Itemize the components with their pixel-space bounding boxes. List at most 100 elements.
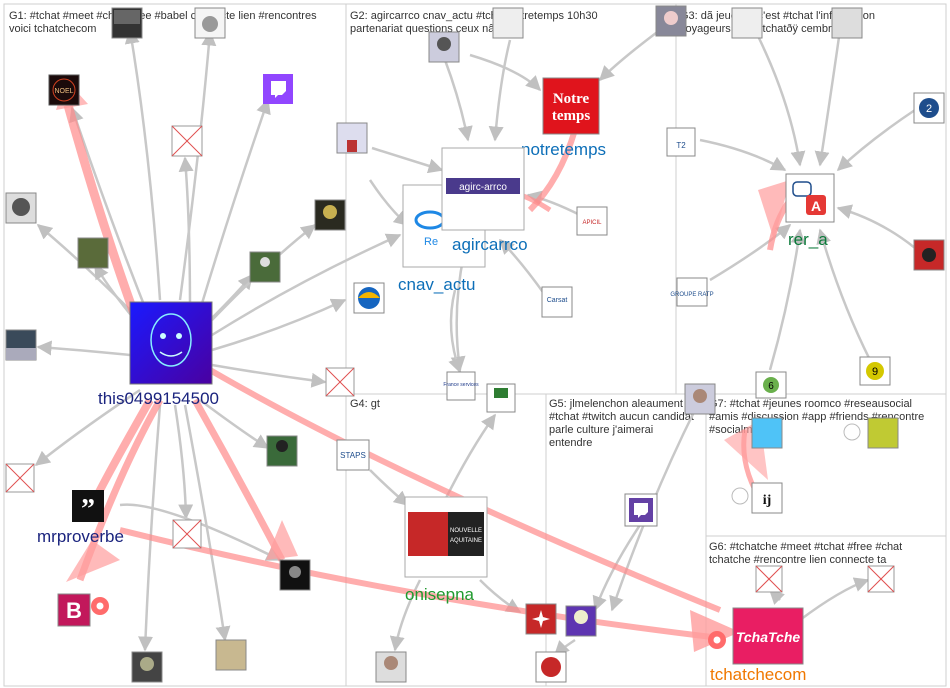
metro-6-icon: 6 [768, 381, 774, 392]
node-missing-image[interactable] [6, 464, 34, 492]
edge-red [68, 105, 140, 330]
node-label-tchatchecom: tchatchecom [710, 665, 806, 684]
node-app-green[interactable] [868, 418, 898, 448]
node-label-this0499154500: this0499154500 [98, 389, 219, 408]
noel-text: NOEL [54, 88, 73, 95]
node-label-onisepna: onisepna [405, 585, 475, 604]
node-tchatchecom[interactable]: TchaTche tchatchecom [710, 608, 806, 684]
node-ratp[interactable]: GROUPE RATP [670, 278, 713, 306]
node-missing-image[interactable] [173, 520, 201, 548]
tchatche-logo: TchaTche [736, 629, 801, 645]
edge [820, 230, 870, 360]
node-missing-image[interactable] [868, 566, 894, 592]
node-photo-g3a[interactable] [732, 8, 762, 38]
agirc-arrco-logo: agirc-arrco [459, 182, 507, 193]
node-photo-dark[interactable] [315, 200, 345, 230]
node-label-rer_a: rer_a [788, 230, 828, 249]
edge [495, 40, 510, 140]
node-rer_a[interactable]: A rer_a [786, 174, 834, 249]
node-noel[interactable]: NOEL [49, 75, 79, 105]
node-photo-top[interactable] [112, 8, 142, 38]
node-red-star-logo[interactable] [526, 604, 556, 634]
node-metro-9[interactable]: 9 [860, 357, 890, 385]
node-missing-image[interactable] [326, 368, 354, 396]
node-avatar-sketch[interactable] [195, 8, 225, 38]
node-photo-night[interactable] [280, 560, 310, 590]
edge [38, 347, 130, 355]
g6-nodes: TchaTche tchatchecom [708, 566, 894, 684]
node-photo-bike[interactable] [78, 238, 108, 268]
edge [145, 405, 160, 650]
node-photo-g5-top[interactable] [685, 384, 715, 414]
metro-2-icon: 2 [926, 103, 932, 115]
node-france-services[interactable]: France services [443, 372, 479, 400]
node-universite[interactable] [487, 384, 515, 412]
node-photo-person[interactable] [250, 252, 280, 282]
node-metro-2[interactable]: 2 [914, 93, 944, 123]
edge [212, 300, 345, 350]
edge [770, 230, 800, 370]
node-twitch-g5[interactable] [625, 494, 657, 526]
node-twitch[interactable] [263, 74, 293, 104]
node-photo-politician[interactable] [656, 6, 686, 36]
node-agircarrco[interactable]: agirc-arrco agircarrco [442, 148, 528, 254]
node-photo-small[interactable] [493, 8, 523, 38]
edge [445, 60, 468, 140]
apicil-logo: APICIL [582, 220, 602, 226]
node-photo-suit[interactable] [429, 32, 459, 62]
edge [710, 225, 790, 280]
node-photo-cartoon-2[interactable] [536, 652, 566, 682]
node-photo-cartoon[interactable] [267, 436, 297, 466]
node-photo-face[interactable] [6, 193, 36, 223]
svg-text:ij: ij [763, 493, 772, 508]
group-label-g4: G4: gt [350, 398, 380, 410]
node-photo-glasses[interactable] [566, 606, 596, 636]
node-photo-g3b[interactable] [832, 8, 862, 38]
node-yj-logo[interactable]: ij [752, 483, 782, 513]
node-red-mascot[interactable] [914, 240, 944, 270]
node-carsat[interactable]: Carsat [542, 287, 572, 317]
g2-nodes: Notre temps notretemps Re cnav_actu agir… [337, 8, 607, 412]
group-label-g2: G2: agircarrco cnav_actu #tchat notretem… [350, 10, 598, 35]
quote-icon: ” [81, 494, 95, 525]
node-bubble[interactable] [732, 488, 748, 504]
g4-nodes: STAPS NOUVELLE AQUITAINE onisepna [337, 440, 556, 682]
node-metro-6[interactable]: 6 [756, 372, 786, 398]
svg-text:temps: temps [552, 108, 590, 124]
node-staps[interactable]: STAPS [337, 440, 369, 470]
node-retraite-logo[interactable] [354, 283, 384, 313]
node-t2[interactable]: T2 [667, 128, 695, 156]
group-label-g1: G1: #tchat #meet #chat #free #babel conn… [9, 10, 317, 35]
edge [175, 405, 186, 518]
edge [445, 415, 495, 500]
carsat-logo: Carsat [547, 297, 568, 304]
node-onisepna[interactable]: NOUVELLE AQUITAINE onisepna [405, 497, 487, 604]
node-missing-image[interactable] [172, 126, 202, 156]
node-label-mrproverbe: mrproverbe [37, 527, 124, 546]
edge [755, 30, 800, 165]
node-bubble[interactable] [844, 424, 860, 440]
edge [370, 470, 408, 505]
edge [700, 140, 785, 170]
node-missing-image[interactable] [756, 566, 782, 592]
node-label-agircarrco: agircarrco [452, 235, 528, 254]
node-apicil[interactable]: APICIL [577, 207, 607, 235]
node-photo-man[interactable] [376, 652, 406, 682]
node-app-blue[interactable] [752, 418, 782, 448]
notre-temps-logo: Notre [553, 91, 590, 107]
edge [372, 148, 442, 170]
node-label-notretemps: notretemps [521, 140, 606, 159]
arrowhead-red [66, 540, 120, 582]
node-photo-suit-2[interactable] [337, 123, 367, 153]
node-photo-bottom[interactable] [132, 652, 162, 682]
node-photo-landscape[interactable] [6, 330, 36, 360]
edge [800, 580, 868, 620]
b-logo-text: B [66, 598, 82, 623]
node-this0499154500[interactable]: this0499154500 [98, 302, 219, 408]
node-photo-beach[interactable] [216, 640, 246, 670]
svg-text:AQUITAINE: AQUITAINE [450, 538, 482, 544]
node-b-logo[interactable]: B [58, 594, 90, 626]
node-notretemps[interactable]: Notre temps notretemps [521, 78, 606, 159]
